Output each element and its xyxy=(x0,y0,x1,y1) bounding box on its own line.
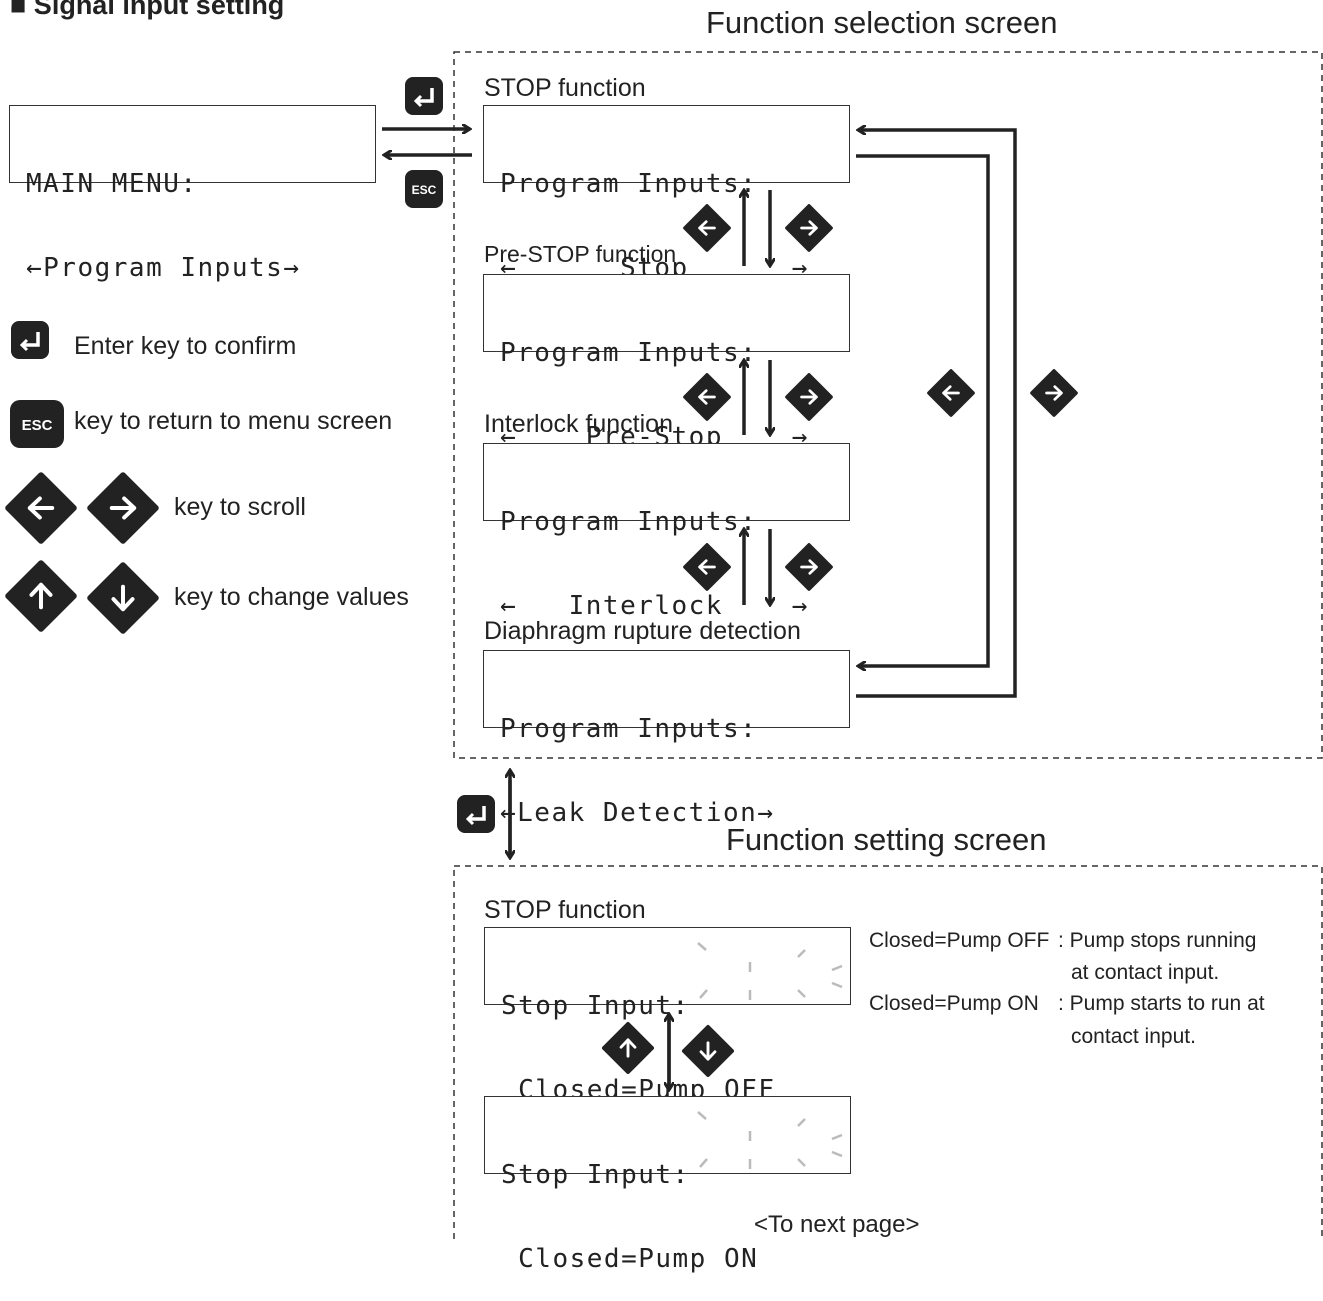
caption-leak-detection: Diaphragm rupture detection xyxy=(484,617,801,645)
selection-screen-frame xyxy=(453,51,1323,759)
loop-arrow-inner xyxy=(856,154,990,666)
note-off-desc2: at contact input. xyxy=(1071,961,1220,984)
lcd-line2: Closed=Pump ON xyxy=(501,1244,759,1274)
setting-screen-heading: Function setting screen xyxy=(726,822,1047,857)
left-arrow-key-icon xyxy=(683,204,731,252)
main-menu-line2: ←Program Inputs→ xyxy=(26,253,301,283)
blink-marks-on xyxy=(697,1111,843,1169)
nav-arrows-1 xyxy=(744,190,770,266)
left-arrow-key-icon xyxy=(683,543,731,591)
legend-enter-text: Enter key to confirm xyxy=(74,332,297,360)
svg-text:ESC: ESC xyxy=(22,417,53,434)
esc-key-icon xyxy=(405,170,443,208)
note-off-key: Closed=Pump OFF xyxy=(869,929,1050,952)
note-off-desc1: : Pump stops running xyxy=(1058,929,1257,952)
lcd-line1: Stop Input: xyxy=(501,991,690,1021)
right-arrow-key-icon xyxy=(785,373,833,421)
page-title: ■ Signal input setting xyxy=(10,0,285,20)
main-menu-display: MAIN MENU: ←Program Inputs→ xyxy=(9,105,376,282)
lcd-line2: ← Interlock → xyxy=(500,591,809,621)
lcd-stop: Program Inputs: ← Stop → xyxy=(483,105,850,282)
lcd-line1: Program Inputs: xyxy=(500,714,758,744)
lcd-leak-detection: Program Inputs: ←Leak Detection→ xyxy=(483,650,850,827)
diagram-graphics: ESC xyxy=(5,51,1323,1239)
lcd-line1: Program Inputs: xyxy=(500,507,758,537)
nav-arrows-2 xyxy=(744,360,770,435)
lcd-line2: ←Leak Detection→ xyxy=(500,798,775,828)
nav-arrows-3 xyxy=(744,529,770,605)
down-arrow-key-icon xyxy=(681,1024,735,1078)
lcd-line1: Program Inputs: xyxy=(500,169,758,199)
up-arrow-key-icon xyxy=(5,560,77,632)
legend-change-text: key to change values xyxy=(174,583,409,611)
main-menu-line1: MAIN MENU: xyxy=(26,169,198,199)
legend-scroll-text: key to scroll xyxy=(174,493,306,521)
note-on-desc2: contact input. xyxy=(1071,1025,1196,1048)
setting-screen-frame xyxy=(453,865,1323,1239)
right-arrow-key-icon xyxy=(785,204,833,252)
left-arrow-key-icon xyxy=(927,369,975,417)
caption-interlock-function: Interlock function xyxy=(484,410,673,438)
note-on-desc1: : Pump starts to run at xyxy=(1058,992,1265,1015)
selection-screen-heading: Function selection screen xyxy=(706,5,1058,40)
lcd-prestop: Program Inputs: ← Pre-Stop → xyxy=(483,274,850,451)
enter-key-icon xyxy=(403,75,445,117)
up-arrow-key-icon xyxy=(601,1021,655,1075)
lcd-interlock: Program Inputs: ← Interlock → xyxy=(483,443,850,620)
lcd-line1: Program Inputs: xyxy=(500,338,758,368)
to-next-page: <To next page> xyxy=(754,1211,920,1238)
enter-key-icon xyxy=(455,793,497,835)
caption-stop-function: STOP function xyxy=(484,74,646,102)
left-arrow-key-icon xyxy=(5,472,77,544)
svg-text:ESC: ESC xyxy=(412,183,437,197)
blink-marks-off xyxy=(697,942,843,1000)
down-arrow-key-icon xyxy=(87,562,159,634)
right-arrow-key-icon xyxy=(87,472,159,544)
right-arrow-key-icon xyxy=(785,543,833,591)
lcd-line1: Stop Input: xyxy=(501,1160,690,1190)
enter-key-icon xyxy=(9,319,51,361)
legend-esc-text: key to return to menu screen xyxy=(74,407,393,435)
note-on-key: Closed=Pump ON xyxy=(869,992,1039,1015)
caption-setting-stop-function: STOP function xyxy=(484,896,646,924)
caption-prestop-function: Pre-STOP function xyxy=(484,241,677,267)
loop-arrow-outer xyxy=(856,130,1017,698)
left-arrow-key-icon xyxy=(683,373,731,421)
right-arrow-key-icon xyxy=(1030,369,1078,417)
esc-key-icon: ESC xyxy=(10,400,64,448)
